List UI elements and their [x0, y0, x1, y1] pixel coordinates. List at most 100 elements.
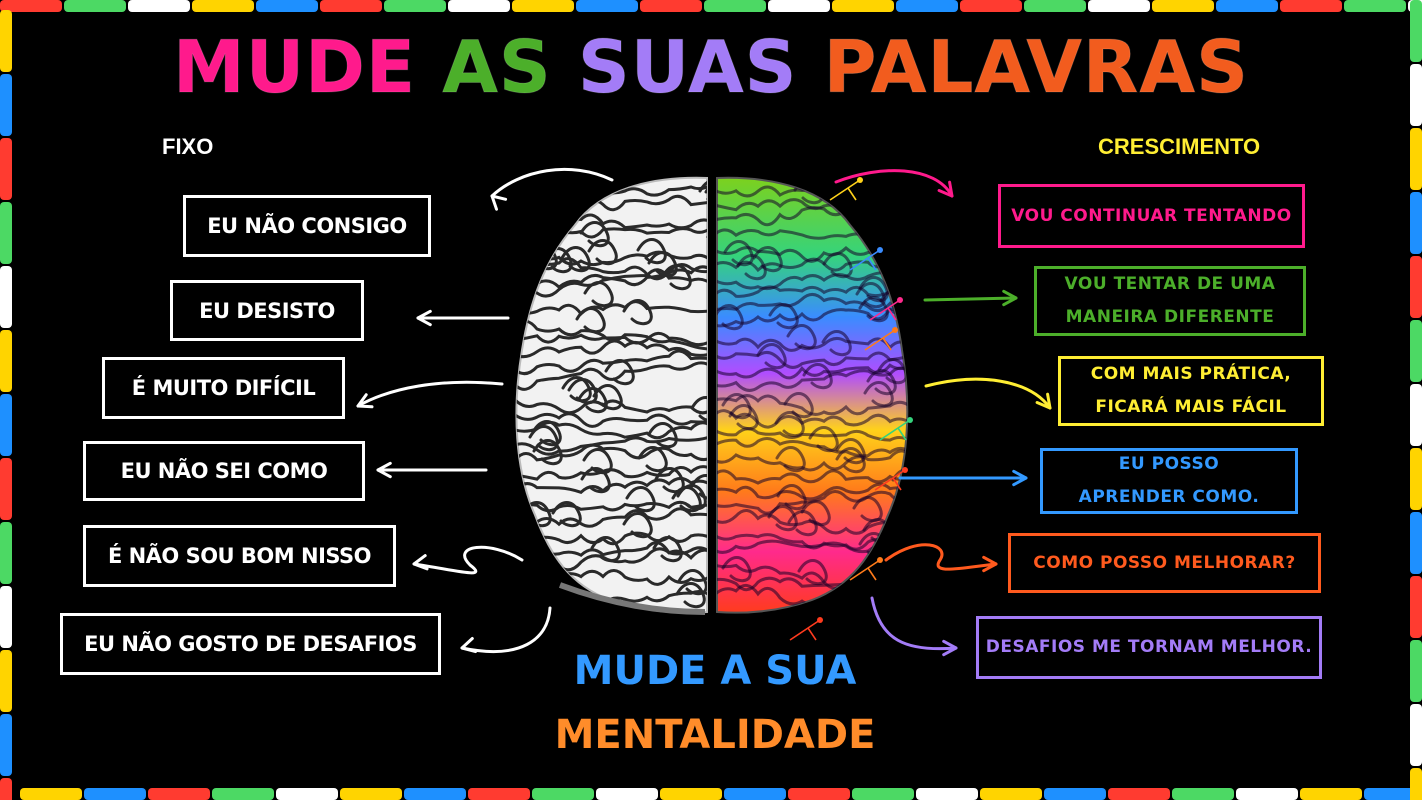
fixed-statement-box: EU DESISTO [170, 280, 364, 341]
frame-segment [1410, 192, 1422, 254]
frame-segment [0, 650, 12, 712]
arrow-icon [490, 167, 614, 198]
frame-segment [724, 788, 786, 800]
arrowhead-icon [490, 194, 508, 211]
frame-segment [1108, 788, 1170, 800]
frame-segment [64, 0, 126, 12]
arrow-icon [923, 296, 1018, 302]
frame-segment [448, 0, 510, 12]
growth-statement-box: VOU CONTINUAR TENTANDO [998, 184, 1305, 248]
title-word-as: AS [442, 25, 552, 110]
frame-segment [1410, 64, 1422, 126]
frame-segment [0, 522, 12, 584]
arrowhead-icon [356, 393, 374, 409]
frame-segment [704, 0, 766, 12]
frame-segment [1172, 788, 1234, 800]
arrow-icon [870, 596, 958, 651]
frame-segment [1410, 640, 1422, 702]
growth-statement-box: DESAFIOS ME TORNAM MELHOR. [976, 616, 1322, 679]
frame-segment [660, 788, 722, 800]
arrow-icon [460, 606, 552, 653]
arrowhead-icon [416, 309, 432, 327]
fixed-statement-box: É MUITO DIFÍCIL [102, 357, 345, 419]
frame-segment [1410, 320, 1422, 382]
frame-segment [512, 0, 574, 12]
frame-segment [1344, 0, 1406, 12]
frame-segment [0, 778, 12, 800]
frame-segment [788, 788, 850, 800]
frame-segment [0, 586, 12, 648]
frame-segment [0, 10, 12, 72]
fixed-statement-box: EU NÃO GOSTO DE DESAFIOS [60, 613, 441, 675]
frame-segment [1410, 256, 1422, 318]
arrowhead-icon [937, 180, 954, 198]
title-word-palavras: PALAVRAS [823, 25, 1249, 110]
frame-segment [1088, 0, 1150, 12]
fixed-statement-box: EU NÃO CONSIGO [183, 195, 431, 257]
frame-segment [980, 788, 1042, 800]
frame-segment [0, 0, 62, 12]
title-word-mude: MUDE [173, 25, 417, 110]
fixed-mindset-label: FIXO [162, 134, 214, 159]
bottom-line-1: MUDE A SUA [573, 648, 857, 694]
frame-segment [0, 266, 12, 328]
title-word-suas: SUAS [577, 25, 798, 110]
frame-segment [192, 0, 254, 12]
frame-segment [320, 0, 382, 12]
frame-segment [148, 788, 210, 800]
frame-segment [256, 0, 318, 12]
frame-segment [0, 330, 12, 392]
growth-statement-box: COMO POSSO MELHORAR? [1008, 533, 1321, 593]
frame-segment [1410, 384, 1422, 446]
frame-segment [916, 788, 978, 800]
frame-segment [0, 458, 12, 520]
frame-segment [0, 138, 12, 200]
arrowhead-icon [942, 639, 958, 657]
frame-segment [1236, 788, 1298, 800]
frame-segment [84, 788, 146, 800]
arrow-icon [356, 380, 504, 408]
frame-segment [276, 788, 338, 800]
left-hemisphere [515, 176, 708, 615]
arrow-icon [924, 377, 1052, 410]
frame-segment [0, 202, 12, 264]
arrowhead-icon [1012, 469, 1028, 487]
frame-segment [576, 0, 638, 12]
fixed-statement-box: EU NÃO SEI COMO [83, 441, 365, 501]
frame-segment [1410, 768, 1422, 800]
frame-segment [640, 0, 702, 12]
frame-segment [404, 788, 466, 800]
arrow-icon [412, 545, 524, 575]
arrowhead-icon [1035, 392, 1052, 410]
bottom-line-2: MENTALIDADE [554, 712, 876, 758]
frame-segment [768, 0, 830, 12]
arrowhead-icon [376, 461, 392, 479]
frame-segment [1410, 128, 1422, 190]
frame-segment [1410, 704, 1422, 766]
frame-segment [128, 0, 190, 12]
growth-statement-box: VOU TENTAR DE UMA MANEIRA DIFERENTE [1034, 266, 1306, 336]
frame-segment [1216, 0, 1278, 12]
frame-segment [1410, 576, 1422, 638]
frame-segment [1364, 788, 1422, 800]
frame-segment [468, 788, 530, 800]
frame-segment [1152, 0, 1214, 12]
frame-segment [340, 788, 402, 800]
frame-segment [1044, 788, 1106, 800]
frame-segment [212, 788, 274, 800]
frame-segment [960, 0, 1022, 12]
fixed-statement-box: É NÃO SOU BOM NISSO [83, 525, 396, 587]
growth-statement-box: COM MAIS PRÁTICA, FICARÁ MAIS FÁCIL [1058, 356, 1324, 426]
frame-segment [1280, 0, 1342, 12]
arrowhead-icon [982, 555, 998, 573]
frame-segment [596, 788, 658, 800]
arrowhead-icon [1002, 289, 1018, 307]
frame-segment [1300, 788, 1362, 800]
frame-segment [1024, 0, 1086, 12]
page-title: MUDE AS SUAS PALAVRAS [0, 22, 1422, 112]
growth-mindset-label: CRESCIMENTO [1098, 134, 1261, 159]
frame-segment [532, 788, 594, 800]
